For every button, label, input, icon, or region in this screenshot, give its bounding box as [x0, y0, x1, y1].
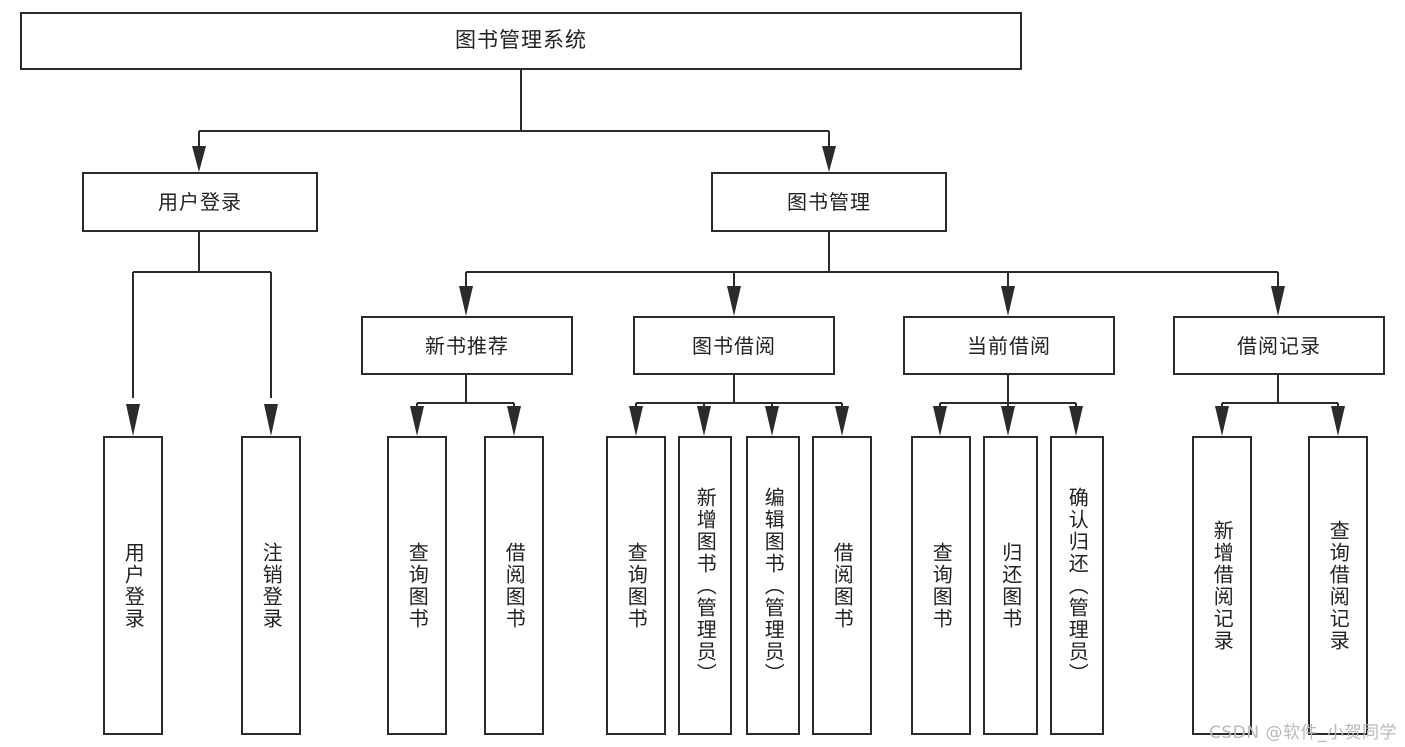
leaf-book-borrow-add-book-admin[interactable]: 新增图书（管理员） [678, 436, 732, 735]
node-label: 注销登录 [259, 541, 284, 630]
leaf-user-login-logout[interactable]: 注销登录 [241, 436, 301, 735]
leaf-current-borrow-query-book[interactable]: 查询图书 [911, 436, 971, 735]
node-label: 借阅记录 [1237, 333, 1321, 358]
node-borrow-record[interactable]: 借阅记录 [1173, 316, 1385, 375]
leaf-borrow-record-add-record[interactable]: 新增借阅记录 [1192, 436, 1252, 735]
node-label: 归还图书 [998, 541, 1023, 630]
node-book-management[interactable]: 图书管理 [711, 172, 947, 232]
leaf-current-borrow-confirm-return-admin[interactable]: 确认归还（管理员） [1050, 436, 1104, 735]
leaf-new-book-query-book[interactable]: 查询图书 [387, 436, 447, 735]
node-label: 用户登录 [121, 541, 146, 630]
leaf-current-borrow-return-book[interactable]: 归还图书 [983, 436, 1038, 735]
node-label: 确认归还（管理员） [1065, 486, 1090, 685]
leaf-book-borrow-borrow-book[interactable]: 借阅图书 [812, 436, 872, 735]
leaf-book-borrow-query-book[interactable]: 查询图书 [606, 436, 666, 735]
node-label: 新增借阅记录 [1210, 519, 1235, 652]
node-label: 编辑图书（管理员） [761, 486, 786, 685]
node-label: 当前借阅 [967, 333, 1051, 358]
node-label: 用户登录 [158, 190, 242, 214]
csdn-watermark: CSDN @软件_小贺同学 [1209, 723, 1397, 743]
node-label: 借阅图书 [502, 541, 527, 630]
node-label: 查询图书 [405, 541, 430, 630]
leaf-user-login-login[interactable]: 用户登录 [103, 436, 163, 735]
node-book-borrow[interactable]: 图书借阅 [633, 316, 835, 375]
node-new-book-recommend[interactable]: 新书推荐 [361, 316, 573, 375]
node-label: 新增图书（管理员） [693, 486, 718, 685]
node-label: 查询借阅记录 [1326, 519, 1351, 652]
node-label: 新书推荐 [425, 333, 509, 358]
node-label: 查询图书 [929, 541, 954, 630]
leaf-book-borrow-edit-book-admin[interactable]: 编辑图书（管理员） [746, 436, 800, 735]
node-label: 查询图书 [624, 541, 649, 630]
node-current-borrow[interactable]: 当前借阅 [903, 316, 1115, 375]
node-label: 图书管理 [787, 190, 871, 214]
leaf-borrow-record-query-record[interactable]: 查询借阅记录 [1308, 436, 1368, 735]
node-label: 图书管理系统 [455, 28, 587, 53]
node-root-book-management-system[interactable]: 图书管理系统 [20, 12, 1022, 70]
node-label: 借阅图书 [830, 541, 855, 630]
leaf-new-book-borrow-book[interactable]: 借阅图书 [484, 436, 544, 735]
node-user-login[interactable]: 用户登录 [82, 172, 318, 232]
node-label: 图书借阅 [692, 333, 776, 358]
